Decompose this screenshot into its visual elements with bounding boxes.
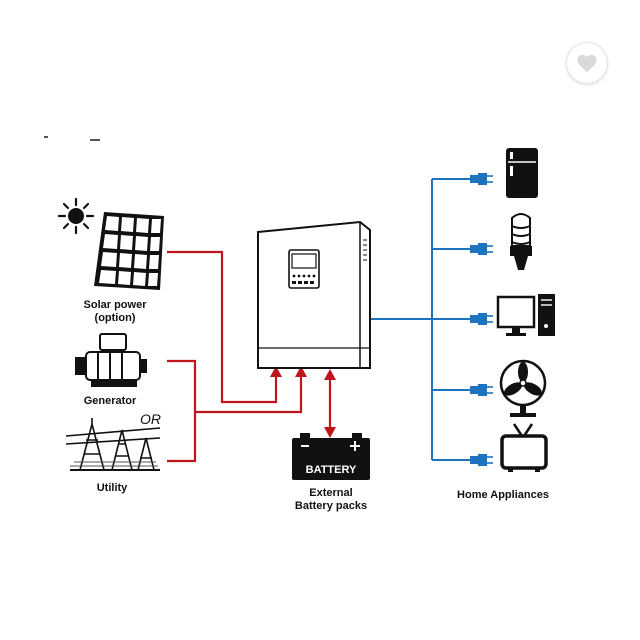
output-wires	[368, 178, 470, 461]
battery-label-line1: External	[309, 487, 353, 499]
sun-icon	[57, 197, 95, 235]
plugs	[470, 173, 493, 466]
home-appliances-label: Home Appliances	[457, 489, 549, 501]
battery-text: BATTERY	[306, 464, 357, 476]
utility-tower-icon	[65, 418, 161, 471]
refrigerator-icon	[506, 148, 538, 198]
heart-icon	[577, 54, 597, 73]
input-wires	[167, 250, 303, 463]
solar-wire	[167, 250, 278, 404]
utility-label: Utility	[96, 482, 128, 494]
computer-icon	[496, 294, 555, 336]
solar-label-line2: (option)	[94, 312, 136, 324]
utility-wire	[167, 412, 197, 463]
solar-panel-icon	[94, 212, 164, 290]
decorative-marks	[44, 136, 100, 141]
input-arrows	[270, 366, 307, 377]
inverter-unit	[257, 220, 371, 369]
or-label: OR	[140, 411, 161, 427]
favorite-button[interactable]	[566, 42, 608, 84]
plug-icon	[470, 173, 493, 185]
plug-icon	[470, 454, 493, 466]
fan-icon	[499, 359, 547, 417]
battery-label: External Battery packs	[276, 487, 386, 513]
plug-icon	[470, 243, 493, 255]
solar-label: Solar power (option)	[70, 299, 160, 325]
generator-icon	[75, 333, 147, 387]
light-bulb-icon	[510, 213, 532, 270]
solar-label-line1: Solar power	[83, 299, 147, 311]
battery-icon: BATTERY	[292, 433, 370, 480]
battery-label-line2: Battery packs	[294, 500, 368, 512]
plug-icon	[470, 384, 493, 396]
generator-label: Generator	[83, 395, 137, 407]
battery-link	[324, 369, 336, 438]
plug-icon	[470, 313, 493, 325]
tv-icon	[500, 423, 548, 472]
